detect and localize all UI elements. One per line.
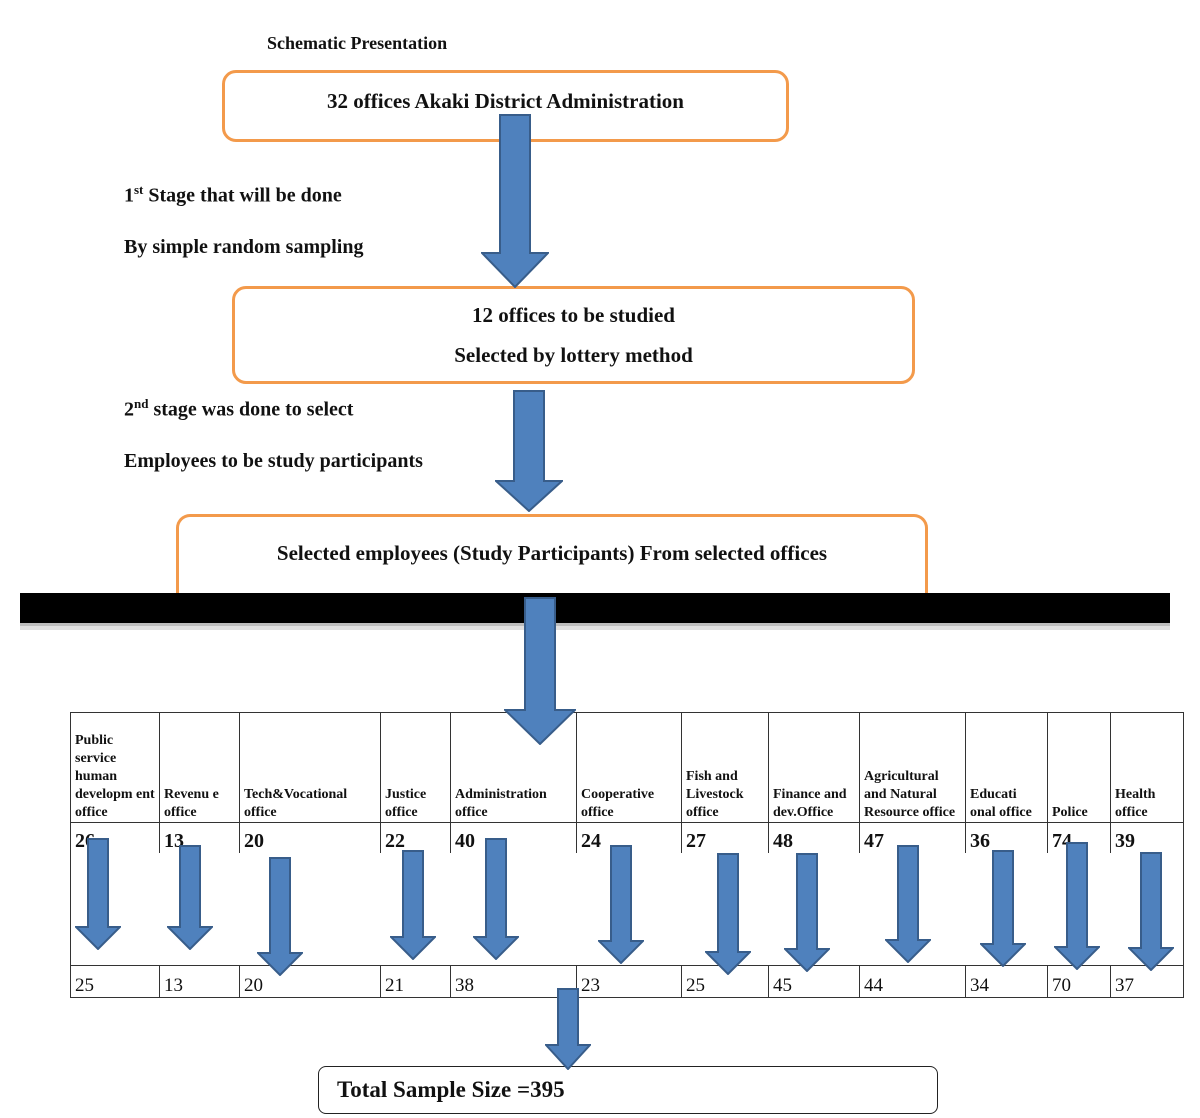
stage1-label: 1st Stage that will be done [124, 182, 342, 208]
down-arrow-icon [390, 850, 436, 960]
down-arrow-icon [1054, 842, 1100, 970]
office-sample-cell: 21 [380, 965, 451, 998]
office-arrow-cell [239, 852, 381, 966]
office-sample-cell: 70 [1047, 965, 1111, 998]
stage1-method: By simple random sampling [124, 236, 364, 258]
office-total-cell: 22 [380, 822, 451, 853]
down-arrow-icon [885, 845, 931, 963]
down-arrow-icon [784, 853, 830, 972]
bottom-box: Selected employees (Study Participants) … [176, 514, 928, 604]
office-total-cell: 20 [239, 822, 381, 853]
office-sample-cell: 20 [239, 965, 381, 998]
down-arrow-icon [504, 597, 576, 745]
office-total-cell: 39 [1110, 822, 1184, 853]
office-name-cell: Cooperative office [576, 712, 682, 823]
office-sample-cell: 25 [70, 965, 160, 998]
office-name-cell: Educati onal office [965, 712, 1048, 823]
office-name-cell: Fish and Livestock office [681, 712, 769, 823]
office-name-cell: Revenu e office [159, 712, 240, 823]
office-sample-cell: 13 [159, 965, 240, 998]
office-sample-cell: 38 [450, 965, 577, 998]
middle-box-line1: 12 offices to be studied [472, 303, 675, 327]
down-arrow-icon [1128, 852, 1174, 971]
stage2-number: 2 [124, 398, 134, 421]
bottom-box-text: Selected employees (Study Participants) … [276, 541, 828, 565]
office-sample-cell: 45 [768, 965, 860, 998]
stage2-text: stage was done to select [148, 398, 354, 421]
down-arrow-icon [495, 390, 563, 512]
total-sample-box: Total Sample Size =395 [318, 1066, 938, 1114]
divider-bar [20, 593, 1170, 626]
office-sample-cell: 34 [965, 965, 1048, 998]
middle-box-line2: Selected by lottery method [454, 343, 693, 367]
middle-box: 12 offices to be studied Selected by lot… [232, 286, 915, 384]
office-name-cell: Justice office [380, 712, 451, 823]
office-names-row: Public service human developm ent office… [70, 712, 1184, 823]
office-sample-cell: 44 [859, 965, 966, 998]
office-total-cell: 48 [768, 822, 860, 853]
office-name-cell: Tech&Vocational office [239, 712, 381, 823]
stage2-ordinal: nd [134, 396, 149, 411]
office-name-cell: Finance and dev.Office [768, 712, 860, 823]
down-arrow-icon [257, 857, 303, 976]
down-arrow-icon [598, 845, 644, 964]
stage2-label: 2nd stage was done to select [124, 396, 353, 422]
schematic-title: Schematic Presentation [267, 33, 448, 53]
top-box-text: 32 offices Akaki District Administration [327, 89, 684, 113]
office-total-cell: 36 [965, 822, 1048, 853]
down-arrow-icon [167, 845, 213, 950]
stage1-text: Stage that will be done [143, 184, 342, 207]
down-arrow-icon [75, 838, 121, 950]
down-arrow-icon [545, 988, 591, 1070]
down-arrow-icon [705, 853, 751, 975]
stage1-ordinal: st [134, 182, 144, 197]
office-total-cell: 26 [70, 822, 160, 853]
office-name-cell: Health office [1110, 712, 1184, 823]
office-name-cell: Public service human developm ent office [70, 712, 160, 823]
down-arrow-icon [481, 114, 549, 288]
office-sample-cell: 23 [576, 965, 682, 998]
office-total-cell: 27 [681, 822, 769, 853]
stage2-method: Employees to be study participants [124, 450, 423, 472]
office-name-cell: Agricultural and Natural Resource office [859, 712, 966, 823]
down-arrow-icon [980, 850, 1026, 967]
office-arrow-cell [450, 852, 577, 966]
office-name-cell: Administration office [450, 712, 577, 823]
stage1-number: 1 [124, 184, 134, 207]
office-name-cell: Police [1047, 712, 1111, 823]
down-arrow-icon [473, 838, 519, 960]
